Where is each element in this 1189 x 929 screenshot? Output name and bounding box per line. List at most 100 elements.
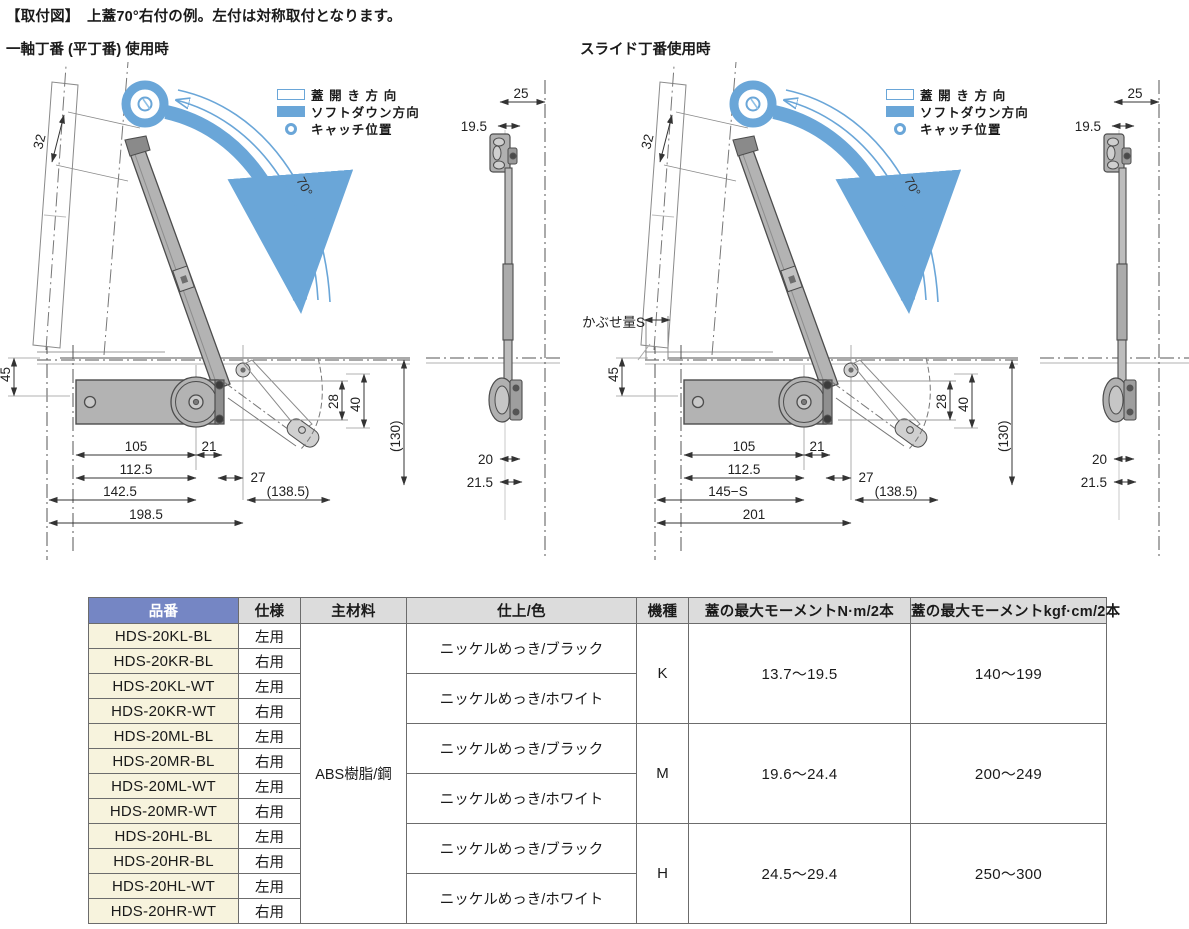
cell-spec: 右用 — [238, 848, 301, 874]
header-finish: 仕上/色 — [406, 597, 637, 624]
dim-21-left: 21 — [201, 439, 216, 454]
dim-27-right: 27 — [858, 470, 873, 485]
diagram-left: 70° 32 — [0, 61, 410, 560]
header-part-number: 品番 — [88, 597, 239, 624]
table-row: HDS-20HL-WT 左用 ニッケルめっき/ホワイト — [88, 873, 1107, 924]
cell-part-number: HDS-20KL-BL — [88, 623, 239, 649]
table-header-row: 品番 仕様 主材料 仕上/色 機種 蓋の最大モーメントN·m/2本 蓋の最大モー… — [88, 597, 1120, 624]
panel-title-hirachoban: 一軸丁番 (平丁番) 使用時 — [6, 42, 169, 58]
cell-spec: 左用 — [238, 773, 301, 799]
legend-label-soft-down: ソフトダウン方向 — [920, 106, 1029, 120]
dim-112-5-right: 112.5 — [728, 462, 761, 477]
cell-part-number: HDS-20HR-WT — [88, 898, 239, 924]
dim-32-left: 32 — [30, 133, 48, 151]
dim-25-right-side: 25 — [1127, 86, 1142, 101]
dim-32-right: 32 — [638, 133, 656, 151]
cell-part-number: HDS-20ML-WT — [88, 773, 239, 799]
header-spec: 仕様 — [238, 597, 301, 624]
installation-drawing: 70° 32 — [0, 61, 1189, 560]
dim-25-left-side: 25 — [513, 86, 528, 101]
dim-19-5-right-side: 19.5 — [1075, 119, 1101, 134]
cell-moment-kgf: 200～249 — [910, 723, 1107, 824]
cell-moment-kgf: 250～300 — [910, 823, 1107, 924]
dim-21-5-left-side: 21.5 — [467, 475, 493, 490]
cell-spec: 右用 — [238, 798, 301, 824]
dim-130-left: (130) — [388, 420, 403, 452]
dim-138-5-right: (138.5) — [875, 484, 918, 499]
table-row: HDS-20ML-BL 左用 ニッケルめっき/ブラック M 19.6～24.4 … — [88, 723, 1107, 824]
dim-45-left: 45 — [0, 367, 13, 382]
panel-title-slidechoban: スライド丁番使用時 — [580, 42, 711, 58]
dim-40-right: 40 — [956, 397, 971, 412]
cell-finish: ニッケルめっき/ホワイト — [406, 873, 637, 924]
legend-right: 蓋 開 き 方 向 ソフトダウン方向 キャッチ位置 — [886, 86, 1034, 137]
side-view-left: 25 19.5 20 21.5 — [426, 80, 560, 560]
legend-item-catch-position: キャッチ位置 — [886, 120, 1034, 137]
dim-145-s-right: 145−S — [708, 484, 747, 499]
dim-105-right: 105 — [733, 439, 756, 454]
cell-finish: ニッケルめっき/ブラック — [406, 723, 637, 774]
overlay-label-right: かぶせ量S — [582, 315, 645, 330]
dim-20-left-side: 20 — [478, 452, 493, 467]
cell-type: H — [636, 823, 689, 924]
cell-material: ABS樹脂/鋼 — [300, 623, 407, 924]
header-material: 主材料 — [300, 597, 407, 624]
dim-21-5-right-side: 21.5 — [1081, 475, 1107, 490]
legend-item-open-direction: 蓋 開 き 方 向 — [277, 86, 425, 103]
cell-part-number: HDS-20ML-BL — [88, 723, 239, 749]
cell-part-number: HDS-20MR-BL — [88, 748, 239, 774]
table-row: HDS-20HL-BL 左用 ニッケルめっき/ブラック H 24.5～29.4 … — [88, 823, 1107, 924]
soft-down-swatch-icon — [886, 106, 914, 117]
specification-table: 品番 仕様 主材料 仕上/色 機種 蓋の最大モーメントN·m/2本 蓋の最大モー… — [88, 597, 1120, 924]
legend-label-catch-position: キャッチ位置 — [920, 123, 1002, 137]
dim-198-5-left: 198.5 — [129, 507, 163, 522]
dim-19-5-left-side: 19.5 — [461, 119, 487, 134]
cell-spec: 左用 — [238, 623, 301, 649]
dim-28-left: 28 — [326, 394, 341, 409]
dim-40-left: 40 — [348, 397, 363, 412]
header-moment-kgf: 蓋の最大モーメントkgf·cm/2本 — [910, 597, 1120, 624]
open-direction-swatch-icon — [277, 89, 305, 100]
cell-spec: 右用 — [238, 748, 301, 774]
cell-spec: 右用 — [238, 898, 301, 924]
cell-finish: ニッケルめっき/ホワイト — [406, 673, 637, 724]
dim-130-right: (130) — [996, 420, 1011, 452]
cell-moment-nm: 13.7～19.5 — [688, 623, 911, 724]
table-row: HDS-20MR-BL 右用 — [88, 748, 1107, 774]
angle-label-right: 70° — [901, 174, 923, 198]
cell-finish: ニッケルめっき/ブラック — [406, 623, 637, 674]
cell-spec: 左用 — [238, 673, 301, 699]
table-row: HDS-20KL-BL 左用 ABS樹脂/鋼 ニッケルめっき/ブラック K 13… — [88, 623, 1107, 924]
cell-part-number: HDS-20KL-WT — [88, 673, 239, 699]
cell-part-number: HDS-20HL-WT — [88, 873, 239, 899]
dim-28-right: 28 — [934, 394, 949, 409]
legend-label-open-direction: 蓋 開 き 方 向 — [920, 89, 1007, 103]
dim-27-left: 27 — [250, 470, 265, 485]
cell-part-number: HDS-20KR-BL — [88, 648, 239, 674]
header-type: 機種 — [636, 597, 689, 624]
dim-21-right: 21 — [809, 439, 824, 454]
dim-142-5-left: 142.5 — [103, 484, 137, 499]
legend-label-open-direction: 蓋 開 き 方 向 — [311, 89, 398, 103]
cell-finish: ニッケルめっき/ホワイト — [406, 773, 637, 824]
side-view-right: 25 19.5 20 21.5 — [1040, 80, 1189, 560]
cell-part-number: HDS-20MR-WT — [88, 798, 239, 824]
cell-spec: 左用 — [238, 873, 301, 899]
cell-type: K — [636, 623, 689, 724]
legend-label-catch-position: キャッチ位置 — [311, 123, 393, 137]
cell-type: M — [636, 723, 689, 824]
table-row: HDS-20MR-WT 右用 — [88, 798, 1107, 824]
legend-item-catch-position: キャッチ位置 — [277, 120, 425, 137]
cell-spec: 左用 — [238, 723, 301, 749]
cell-spec: 右用 — [238, 698, 301, 724]
legend-item-soft-down: ソフトダウン方向 — [277, 103, 425, 120]
dim-138-5-left: (138.5) — [267, 484, 310, 499]
cell-moment-nm: 19.6～24.4 — [688, 723, 911, 824]
legend-item-open-direction: 蓋 開 き 方 向 — [886, 86, 1034, 103]
dim-20-right-side: 20 — [1092, 452, 1107, 467]
dim-112-5-left: 112.5 — [120, 462, 153, 477]
table-row: HDS-20HR-WT 右用 — [88, 898, 1107, 924]
legend-item-soft-down: ソフトダウン方向 — [886, 103, 1034, 120]
table-row: HDS-20HR-BL 右用 — [88, 848, 1107, 874]
legend-label-soft-down: ソフトダウン方向 — [311, 106, 420, 120]
